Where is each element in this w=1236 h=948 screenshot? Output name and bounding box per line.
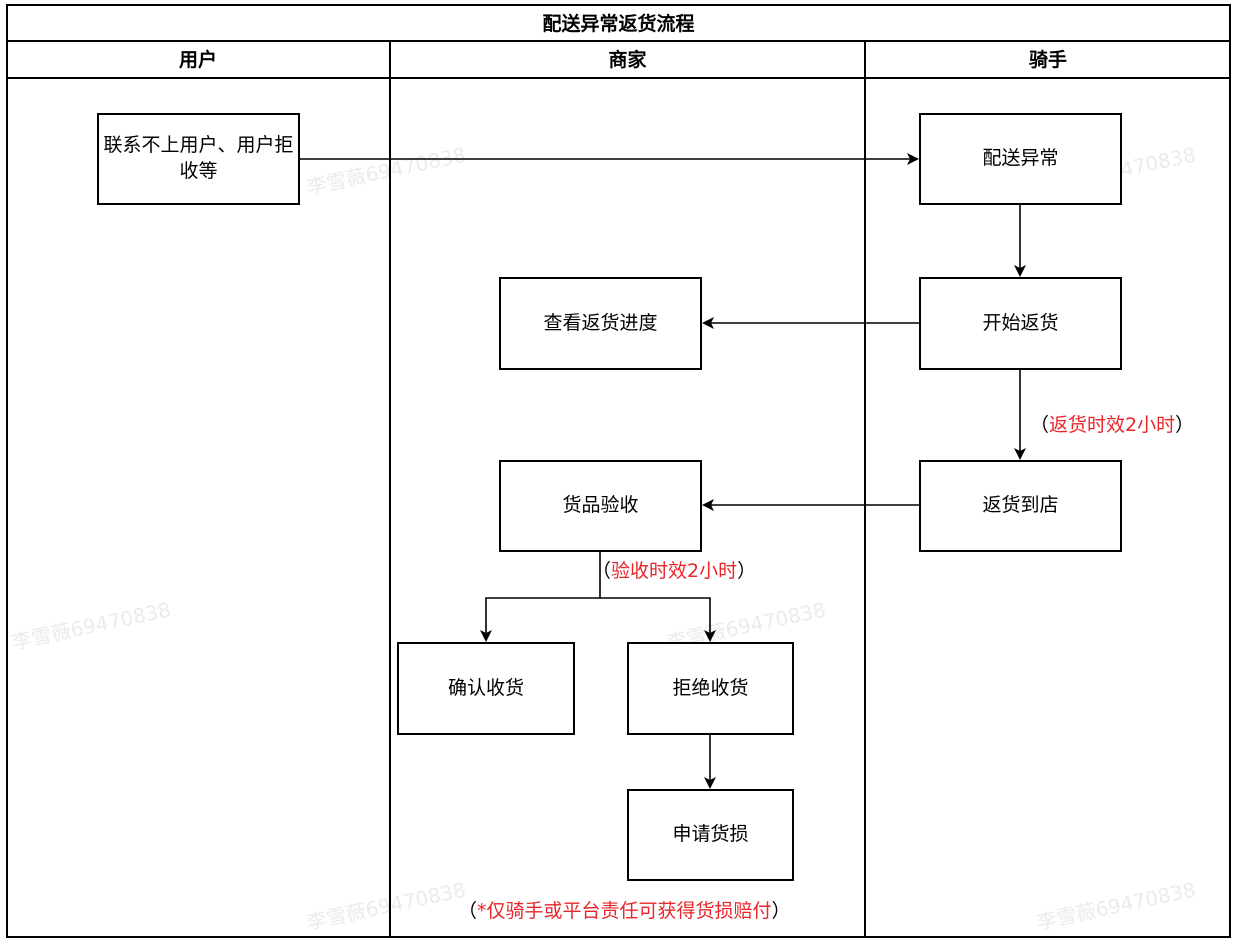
lane-divider-1 — [389, 40, 391, 938]
node-view-progress: 查看返货进度 — [499, 277, 702, 370]
title-divider — [6, 40, 1231, 42]
node-goods-inspection: 货品验收 — [499, 460, 702, 552]
lane-divider-2 — [864, 40, 866, 938]
diagram-title: 配送异常返货流程 — [542, 12, 695, 35]
arrow-inspect-split — [480, 552, 601, 642]
lane-header-merchant: 商家 — [608, 49, 647, 71]
diagram-frame — [6, 4, 1231, 938]
lane-header-rider: 骑手 — [1028, 49, 1067, 71]
lane-header-user: 用户 — [178, 49, 217, 71]
node-delivery-exception: 配送异常 — [919, 113, 1122, 205]
node-reject-receipt: 拒绝收货 — [627, 642, 794, 735]
node-confirm-receipt: 确认收货 — [397, 642, 575, 735]
note-return-time: （返货时效2小时） — [1030, 414, 1195, 436]
node-contact-fail: 联系不上用户、用户拒收等 — [97, 113, 300, 205]
note-inspect-time: （验收时效2小时） — [592, 560, 757, 582]
node-return-to-store: 返货到店 — [919, 460, 1122, 552]
node-apply-damage: 申请货损 — [627, 789, 794, 881]
note-compensation: （*仅骑手或平台责任可获得货损赔付） — [458, 900, 791, 922]
node-start-return: 开始返货 — [919, 277, 1122, 370]
lane-header-divider — [6, 77, 1231, 79]
arrow-inspect-to-reject — [600, 597, 716, 642]
